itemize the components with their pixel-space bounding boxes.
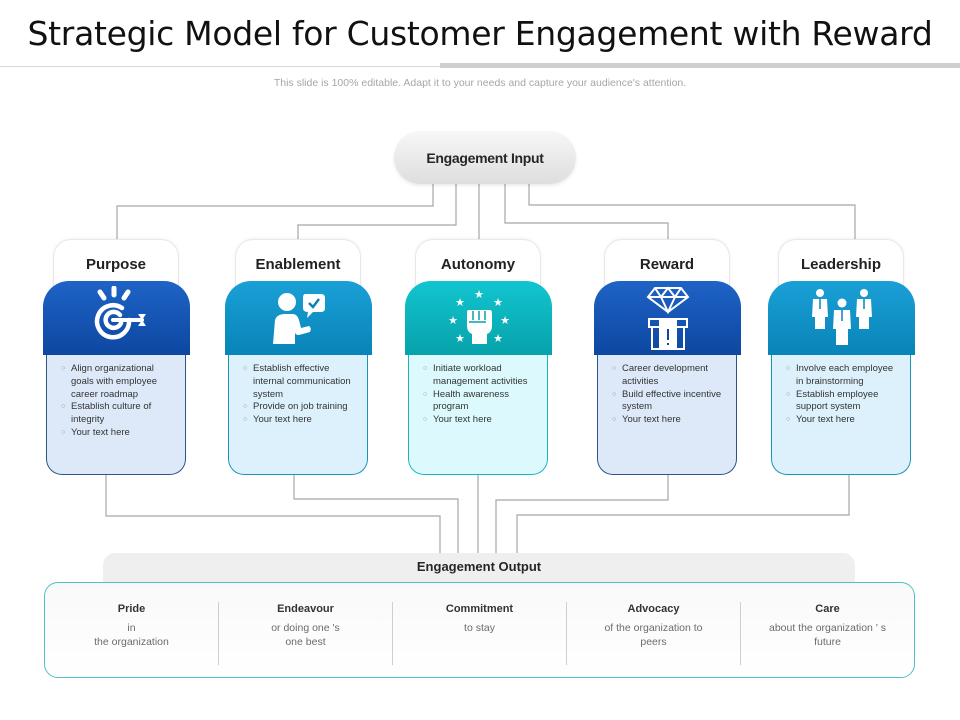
connector-purpose-output <box>105 475 441 553</box>
output-divider <box>392 602 393 665</box>
output-divider <box>566 602 567 665</box>
output-item-title: Care <box>815 603 840 615</box>
column-header <box>594 281 741 355</box>
bullet-item: Your text here <box>61 427 177 440</box>
column-body: Establish effective internal communicati… <box>228 355 368 475</box>
bullet-item: Initiate workload management activities <box>423 363 539 389</box>
column-header <box>43 281 190 355</box>
team-icon <box>811 289 872 345</box>
bullet-item: Your text here <box>786 414 902 427</box>
connector-reward-output <box>495 475 669 553</box>
output-item-title: Advocacy <box>627 603 680 615</box>
bullet-list: Align organizational goals with employee… <box>61 363 177 440</box>
person-checkmark-icon <box>272 293 325 344</box>
bullet-item: Involve each employee in brainstorming <box>786 363 902 389</box>
bullet-list: Establish effective internal communicati… <box>243 363 359 427</box>
bullet-item: Your text here <box>423 414 539 427</box>
connector-input-reward <box>504 184 669 240</box>
column-leadership: Leadership Involve each employee in brai… <box>768 239 915 476</box>
output-item-desc: to stay <box>464 622 495 634</box>
output-divider <box>740 602 741 665</box>
engagement-output-label: Engagement Output <box>416 559 542 574</box>
output-item-title: Endeavour <box>277 603 334 615</box>
output-item-desc: of the organization to peers <box>604 622 703 648</box>
output-item-commitment: Commitment to stay <box>393 583 566 677</box>
bullet-item: Establish effective internal communicati… <box>243 363 359 401</box>
slide-subtitle: This slide is 100% editable. Adapt it to… <box>273 77 687 89</box>
column-body: Initiate workload management activities … <box>408 355 548 475</box>
output-item-title: Commitment <box>445 603 514 615</box>
target-icon <box>94 286 146 340</box>
output-item-desc: about the organization ' s future <box>768 622 886 648</box>
output-item-desc: in the organization <box>94 622 169 648</box>
connector-enablement-output <box>293 475 459 553</box>
output-item-care: Care about the organization ' s future <box>741 583 914 677</box>
svg-text:★: ★ <box>455 296 465 309</box>
svg-text:★: ★ <box>493 332 503 345</box>
column-header <box>225 281 372 355</box>
column-reward: Reward Career development activities Bui… <box>594 239 741 476</box>
svg-text:★: ★ <box>493 296 503 309</box>
bullet-item: Provide on job training <box>243 401 359 414</box>
output-item-endeavour: Endeavour or doing one 's one best <box>219 583 392 677</box>
column-body: Involve each employee in brainstorming E… <box>771 355 911 475</box>
title-accent-bar <box>440 63 960 68</box>
column-header <box>768 281 915 355</box>
svg-text:★: ★ <box>455 332 465 345</box>
bullet-list: Initiate workload management activities … <box>423 363 539 427</box>
column-purpose: Purpose Align organizational goals with … <box>43 239 190 476</box>
bullet-list: Career development activities Build effe… <box>612 363 728 427</box>
engagement-output-panel: Pride in the organization Endeavour or d… <box>44 582 915 678</box>
bullet-item: Health awareness program <box>423 389 539 415</box>
output-item-pride: Pride in the organization <box>45 583 218 677</box>
fist-stars-icon: ★ ★ ★ ★ ★ ★ ★ <box>448 288 510 345</box>
output-item-advocacy: Advocacy of the organization to peers <box>567 583 740 677</box>
column-body: Career development activities Build effe… <box>597 355 737 475</box>
bullet-item: Establish employee support system <box>786 389 902 415</box>
connector-input-purpose <box>116 184 434 240</box>
column-header: ★ ★ ★ ★ ★ ★ ★ <box>405 281 552 355</box>
svg-text:★: ★ <box>448 314 458 327</box>
engagement-input-node: Engagement Input <box>394 131 576 184</box>
bullet-item: Your text here <box>612 414 728 427</box>
bullet-item: Establish culture of integrity <box>61 401 177 427</box>
connector-leadership-output <box>516 475 850 553</box>
diamond-gift-icon <box>646 286 689 350</box>
svg-text:★: ★ <box>474 288 484 301</box>
slide-title: Strategic Model for Customer Engagement … <box>27 14 933 53</box>
output-divider <box>218 602 219 665</box>
column-enablement: Enablement Establish effective internal … <box>225 239 372 476</box>
bullet-list: Involve each employee in brainstorming E… <box>786 363 902 427</box>
connector-input-leadership <box>528 184 856 240</box>
output-item-title: Pride <box>117 603 146 615</box>
svg-text:★: ★ <box>500 314 510 327</box>
bullet-item: Your text here <box>243 414 359 427</box>
bullet-item: Align organizational goals with employee… <box>61 363 177 401</box>
connector-input-enablement <box>297 184 457 240</box>
bullet-item: Career development activities <box>612 363 728 389</box>
column-body: Align organizational goals with employee… <box>46 355 186 475</box>
bullet-item: Build effective incentive system <box>612 389 728 415</box>
output-item-desc: or doing one 's one best <box>271 622 340 648</box>
column-autonomy: Autonomy ★★★ ★★ ★★ Initiate workload man… <box>405 239 552 476</box>
